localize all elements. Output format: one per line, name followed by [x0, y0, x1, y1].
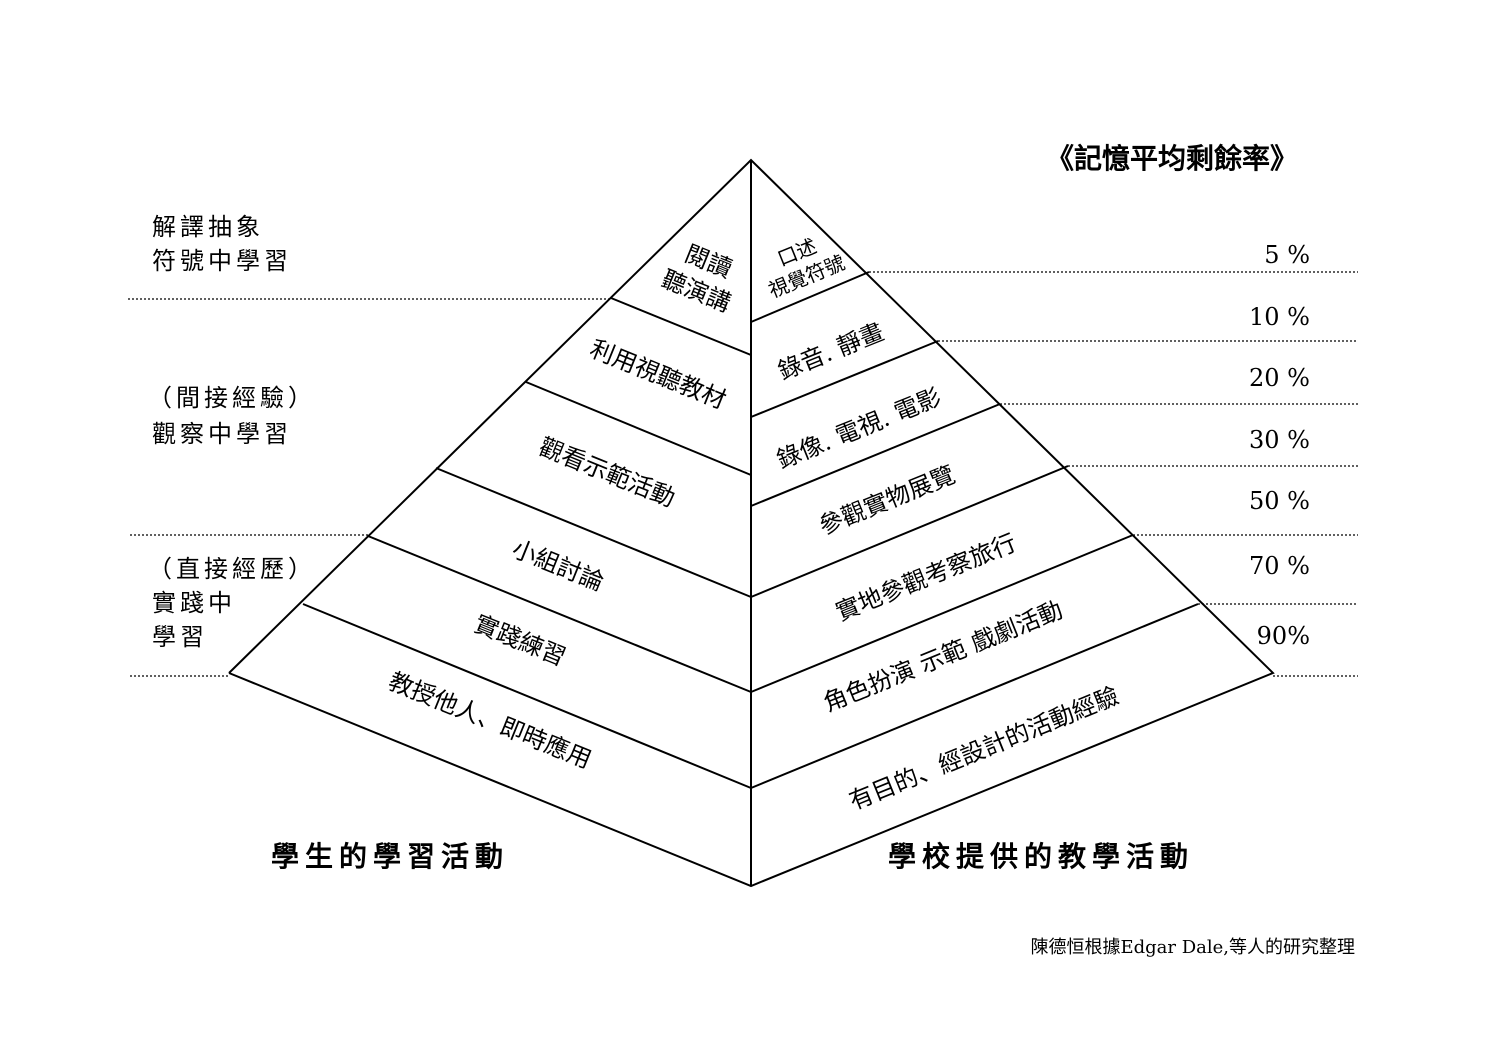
category-label: （間接經驗） [148, 384, 316, 412]
left-category-labels: 解譯抽象 符號中學習 （間接經驗） 觀察中學習 （直接經歷） 實踐中 學習 [148, 213, 316, 651]
retention-rate: 50 % [1249, 487, 1310, 515]
retention-rate: 20 % [1249, 364, 1310, 392]
face-label: 錄音. 靜畫 [774, 318, 888, 386]
face-label: 利用視聽教材 [586, 335, 730, 415]
retention-rate: 90% [1257, 622, 1310, 650]
left-band-line [610, 297, 752, 356]
face-label: 有目的、經設計的活動經驗 [845, 682, 1123, 816]
retention-rate: 30 % [1249, 426, 1310, 454]
source-credit: 陳德恒根據Edgar Dale,等人的研究整理 [1030, 937, 1355, 958]
left-face-bands [302, 297, 752, 789]
right-separators [869, 271, 1358, 677]
pyramid-outline [228, 158, 1275, 888]
face-label: 參觀實物展覽 [815, 461, 959, 541]
left-separators [128, 298, 610, 677]
right-band-line [750, 340, 939, 418]
left-band-line [302, 603, 752, 789]
face-label: 實地參觀考察旅行 [832, 529, 1021, 627]
retention-rate: 70 % [1249, 552, 1310, 580]
face-label: 小組討論 [508, 535, 607, 597]
right-band-line [750, 603, 1199, 789]
student-activities-heading: 學生的學習活動 [271, 840, 509, 873]
retention-rates: 5 % 10 % 20 % 30 % 50 % 70 % 90% [1249, 241, 1310, 650]
retention-rate: 5 % [1264, 241, 1310, 269]
category-label: 觀察中學習 [152, 420, 292, 448]
left-band-line [435, 467, 752, 598]
face-label: 觀看示範活動 [535, 433, 679, 513]
retention-rate: 10 % [1249, 303, 1310, 331]
right-band-line [750, 465, 1069, 598]
right-face-bands [750, 271, 1199, 789]
right-face-labels: 口述 視覺符號 錄音. 靜畫 錄像. 電視. 電影 參觀實物展覽 實地參觀考察旅… [765, 234, 1123, 816]
category-label: 實踐中 [152, 589, 236, 617]
face-label: 實踐練習 [470, 610, 569, 672]
retention-title: 《記憶平均剩餘率》 [1046, 142, 1298, 175]
face-label: 教授他人、即時應用 [385, 667, 596, 774]
category-label: （直接經歷） [148, 555, 316, 583]
right-band-line [750, 534, 1134, 693]
category-label: 符號中學習 [152, 247, 292, 275]
left-band-line [525, 381, 752, 476]
category-label: 解譯抽象 [152, 213, 264, 241]
left-band-line [367, 535, 752, 693]
pyramid-edge [228, 158, 1275, 888]
school-activities-heading: 學校提供的教學活動 [888, 840, 1194, 873]
right-band-line [750, 271, 870, 323]
category-label: 學習 [152, 623, 208, 651]
right-band-line [750, 403, 1001, 507]
left-face-labels: 閱讀 聽演講 利用視聽教材 觀看示範活動 小組討論 實踐練習 教授他人、即時應用 [385, 240, 736, 774]
